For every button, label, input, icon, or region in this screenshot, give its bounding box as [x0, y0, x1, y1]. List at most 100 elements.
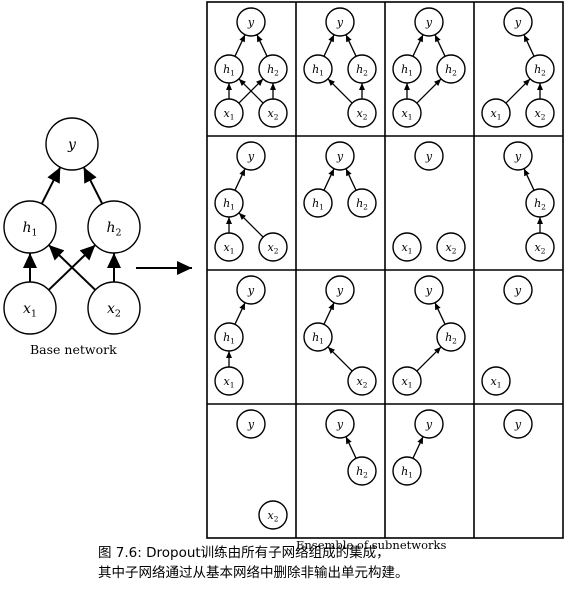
- edge-arrow: [523, 168, 535, 191]
- node-x1: x1: [392, 98, 422, 128]
- node-label: y: [336, 284, 344, 297]
- node-x1: x1: [481, 366, 511, 396]
- node-circle: [414, 275, 444, 305]
- node-label: h1: [223, 197, 235, 212]
- edge-arrow: [412, 436, 424, 459]
- node-h1: h1: [214, 188, 244, 218]
- node-label: y: [247, 284, 255, 297]
- node-circle: [347, 366, 377, 396]
- node-h1: h1: [303, 54, 333, 84]
- figure-caption-line-1: 图 7.6: Dropout训练由所有子网络组成的集成，: [98, 545, 390, 561]
- node-circle: [258, 500, 288, 530]
- node-h2: h2: [436, 322, 466, 352]
- node-label: x1: [224, 241, 235, 256]
- node-circle: [325, 7, 355, 37]
- node-y: y: [45, 117, 99, 171]
- node-circle: [214, 54, 244, 84]
- node-y: y: [325, 409, 355, 439]
- node-label: h1: [312, 197, 324, 212]
- node-circle: [303, 188, 333, 218]
- node-circle: [481, 98, 511, 128]
- edge-arrow: [234, 302, 246, 325]
- node-x2: x2: [87, 281, 141, 335]
- node-circle: [525, 232, 555, 262]
- node-x2: x2: [347, 98, 377, 128]
- node-y: y: [503, 7, 533, 37]
- edge-arrow: [416, 78, 442, 104]
- node-circle: [236, 141, 266, 171]
- subnetwork-11: y h2 x1: [392, 275, 466, 396]
- node-circle: [414, 7, 444, 37]
- node-circle: [392, 232, 422, 262]
- edge-arrow: [412, 34, 424, 57]
- edge-arrow: [256, 34, 268, 57]
- edge-arrow: [48, 244, 96, 291]
- node-label: h1: [401, 63, 413, 78]
- node-circle: [258, 232, 288, 262]
- subnetwork-16: y: [503, 409, 533, 439]
- node-y: y: [414, 275, 444, 305]
- node-label: y: [336, 16, 344, 29]
- node-y: y: [414, 409, 444, 439]
- node-x2: x2: [258, 500, 288, 530]
- node-label: y: [514, 284, 522, 297]
- node-x2: x2: [436, 232, 466, 262]
- node-circle: [258, 98, 288, 128]
- node-label: y: [425, 284, 433, 297]
- edge-arrow: [234, 34, 246, 57]
- node-circle: [347, 188, 377, 218]
- node-h1: h1: [303, 188, 333, 218]
- node-label: y: [514, 150, 522, 163]
- subnetwork-9: y h1 x1: [214, 275, 266, 396]
- node-circle: [325, 141, 355, 171]
- node-circle: [525, 98, 555, 128]
- edge-arrow: [327, 78, 353, 104]
- node-label: y: [514, 16, 522, 29]
- node-circle: [236, 7, 266, 37]
- node-circle: [392, 456, 422, 486]
- node-circle: [236, 409, 266, 439]
- node-h2: h2: [525, 54, 555, 84]
- node-label: x2: [268, 107, 279, 122]
- edge-arrow: [345, 168, 357, 191]
- node-x2: x2: [525, 232, 555, 262]
- node-circle: [303, 322, 333, 352]
- edge-arrow: [345, 436, 357, 459]
- node-label: x1: [402, 375, 413, 390]
- node-y: y: [414, 141, 444, 171]
- edge-arrow: [234, 168, 246, 191]
- ensemble-caption: Ensemble of subnetworks: [296, 538, 447, 552]
- node-circle: [3, 281, 57, 335]
- node-label: x1: [224, 375, 235, 390]
- node-label: x1: [402, 107, 413, 122]
- node-h2: h2: [347, 188, 377, 218]
- node-circle: [392, 366, 422, 396]
- node-y: y: [236, 275, 266, 305]
- node-circle: [347, 456, 377, 486]
- node-y: y: [503, 409, 533, 439]
- node-y: y: [325, 141, 355, 171]
- node-label: y: [336, 150, 344, 163]
- node-h2: h2: [347, 54, 377, 84]
- node-circle: [214, 188, 244, 218]
- edge-arrow: [505, 78, 531, 104]
- node-h1: h1: [392, 54, 422, 84]
- node-circle: [87, 200, 141, 254]
- node-label: x1: [491, 375, 502, 390]
- node-label: x2: [535, 241, 546, 256]
- node-x2: x2: [258, 232, 288, 262]
- node-h2: h2: [525, 188, 555, 218]
- node-label: y: [336, 418, 344, 431]
- node-label: y: [247, 418, 255, 431]
- node-y: y: [503, 275, 533, 305]
- node-label: x2: [357, 107, 368, 122]
- edge-arrow: [238, 78, 264, 104]
- node-label: h1: [223, 331, 235, 346]
